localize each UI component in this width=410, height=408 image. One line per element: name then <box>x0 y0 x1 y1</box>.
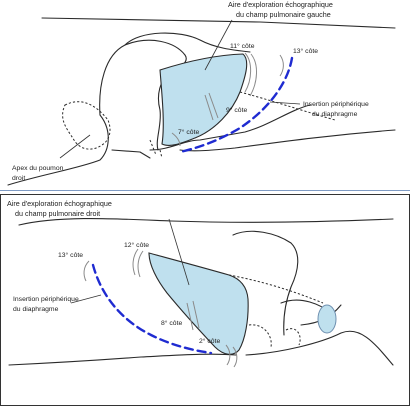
bottom-insertion-label-1: Insertion périphérique <box>13 296 79 303</box>
bottom-ventral-line <box>8 353 237 366</box>
bottom-insertion-leader <box>70 294 102 304</box>
bottom-rib-13-label: 13° côte <box>58 251 83 259</box>
bottom-area-label-1: Aire d'exploration échographique <box>7 199 112 208</box>
top-scapula-outline <box>99 39 187 151</box>
top-small-outline <box>111 149 151 159</box>
top-inner-outline <box>149 104 311 151</box>
top-rib-arc-4 <box>171 132 181 147</box>
top-area-label-1: Aire d'exploration échographique <box>228 0 333 9</box>
bottom-rib-arc-4 <box>225 344 231 366</box>
bottom-anatomy-diagram: Aire d'exploration échographique du cham… <box>7 199 394 368</box>
bottom-rib-arc-2 <box>137 250 144 278</box>
bottom-insertion-label-2: du diaphragme <box>13 306 59 313</box>
bottom-rib-stroke-1 <box>186 302 194 331</box>
top-rib-stroke-1 <box>204 94 214 121</box>
top-right-apex-dotted <box>62 101 111 150</box>
bottom-lung-exploration-area <box>148 252 249 355</box>
bottom-area-leader <box>168 218 190 286</box>
top-apex-label-2: droit <box>12 175 25 182</box>
bottom-rib-12-label: 12° côte <box>124 241 149 249</box>
top-rib-13-label: 13° côte <box>293 47 318 55</box>
bottom-panel-right-lung: Aire d'exploration échographique du cham… <box>0 194 410 406</box>
bottom-area-label-2: du champ pulmonaire droit <box>15 209 100 218</box>
bottom-back-line <box>18 217 394 226</box>
top-back-line <box>41 17 396 29</box>
bottom-diaphragm-insertion <box>91 263 213 355</box>
bottom-rib-stroke-2 <box>192 300 200 329</box>
top-lower-left-outline <box>7 114 109 186</box>
top-rib-stroke-2 <box>208 92 219 119</box>
top-insertion-leader <box>269 101 301 105</box>
top-apex-leader <box>59 134 91 159</box>
top-rib-9-label: 9° côte <box>226 106 247 114</box>
top-lung-exploration-area <box>159 53 248 147</box>
bottom-rib-arc-3 <box>83 260 90 282</box>
top-insertion-label-2: du diaphragme <box>312 111 358 118</box>
bottom-dotted-line-2 <box>248 324 301 348</box>
bottom-blue-oval <box>317 304 337 334</box>
bottom-rib-8-label: 8° côte <box>161 319 182 327</box>
top-dotted-line-2 <box>149 139 163 159</box>
top-insertion-label-1: Insertion périphérique <box>303 101 369 108</box>
top-rib-arc-2 <box>249 53 257 97</box>
top-upper-outline <box>124 32 251 53</box>
bottom-rib-2-label: 2° côte <box>199 337 220 345</box>
top-panel-left-lung: Aire d'exploration échographique du cham… <box>0 0 410 191</box>
top-rib-arc-1 <box>244 52 252 93</box>
top-rib-11-label: 11° côte <box>230 42 255 50</box>
top-diaphragm-insertion <box>178 56 294 154</box>
bottom-right-ventral <box>245 330 394 366</box>
bottom-rib-arc-1 <box>132 248 139 276</box>
bottom-dotted-line-1 <box>228 274 324 304</box>
top-rib-7-label: 7° côte <box>178 128 199 136</box>
top-area-leader <box>204 19 233 71</box>
top-anatomy-diagram: Aire d'exploration échographique du cham… <box>7 0 396 186</box>
bottom-scapula-outline <box>232 230 299 336</box>
top-rib-arc-3 <box>279 54 284 77</box>
top-apex-label-1: Apex du poumon <box>12 165 64 172</box>
top-ventral-line <box>179 129 396 152</box>
top-area-label-2: du champ pulmonaire gauche <box>236 10 331 19</box>
bottom-rib-arc-5 <box>232 346 238 368</box>
top-dotted-line-1 <box>239 91 336 121</box>
